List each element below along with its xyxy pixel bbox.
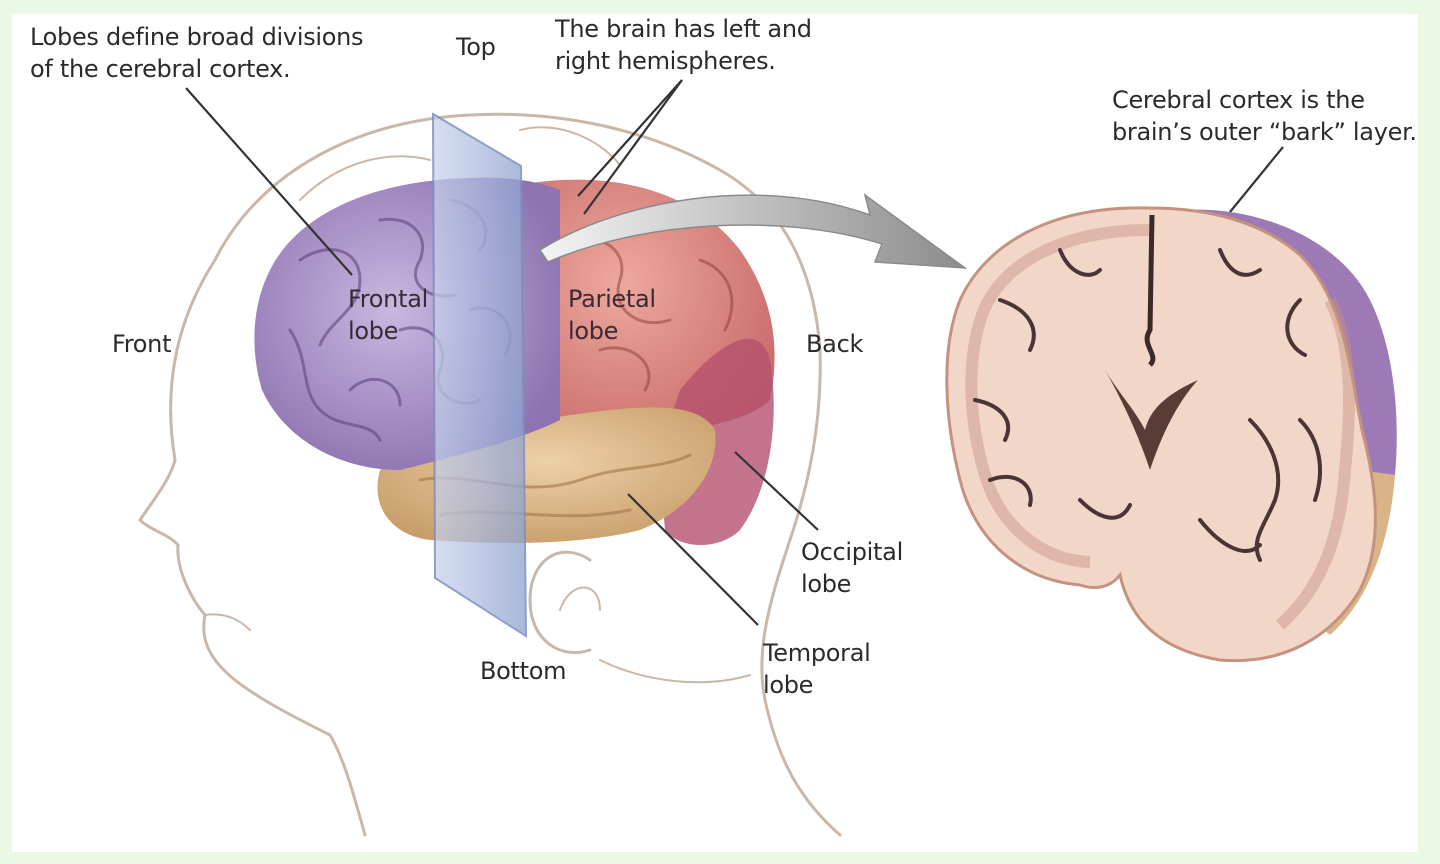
hemispheres-annotation: The brain has left and right hemispheres… — [555, 13, 812, 77]
arrow — [538, 193, 968, 269]
hemispheres-annotation-line-2: right hemispheres. — [555, 47, 776, 75]
cortex-annotation: Cerebral cortex is the brain’s outer “ba… — [1112, 84, 1417, 148]
frontal-lobe-label-line-1: Frontal — [348, 285, 428, 313]
back-label: Back — [806, 330, 864, 358]
parietal-lobe-label-line-2: lobe — [568, 317, 619, 345]
bottom-label: Bottom — [480, 657, 567, 685]
temporal-lobe-label: Temporal lobe — [763, 637, 871, 701]
occipital-lobe-label: Occipital lobe — [801, 536, 903, 600]
front-label: Front — [112, 330, 172, 358]
temporal-lobe-label-line-1: Temporal — [763, 639, 871, 667]
top-label: Top — [456, 33, 496, 61]
hemispheres-annotation-line-1: The brain has left and — [555, 15, 812, 43]
occipital-lobe-label-line-1: Occipital — [801, 538, 903, 566]
dividing-plane — [431, 112, 528, 638]
cortex-section — [945, 206, 1397, 663]
cortex-annotation-line-2: brain’s outer “bark” layer. — [1112, 118, 1417, 146]
lobes-annotation-line-1: Lobes define broad divisions — [30, 23, 364, 51]
parietal-lobe-label-line-1: Parietal — [568, 285, 656, 313]
section-purple-rim — [1180, 209, 1397, 475]
occipital-lobe-label-line-2: lobe — [801, 570, 852, 598]
parietal-lobe-label: Parietal lobe — [568, 283, 656, 347]
temporal-lobe-label-line-2: lobe — [763, 671, 814, 699]
lobes-annotation-line-2: of the cerebral cortex. — [30, 55, 291, 83]
frontal-lobe-label-line-2: lobe — [348, 317, 399, 345]
cortex-annotation-line-1: Cerebral cortex is the — [1112, 86, 1365, 114]
leader-lines — [185, 79, 1284, 626]
frontal-lobe-label: Frontal lobe — [348, 283, 428, 347]
lobes-annotation: Lobes define broad divisions of the cere… — [30, 21, 364, 85]
